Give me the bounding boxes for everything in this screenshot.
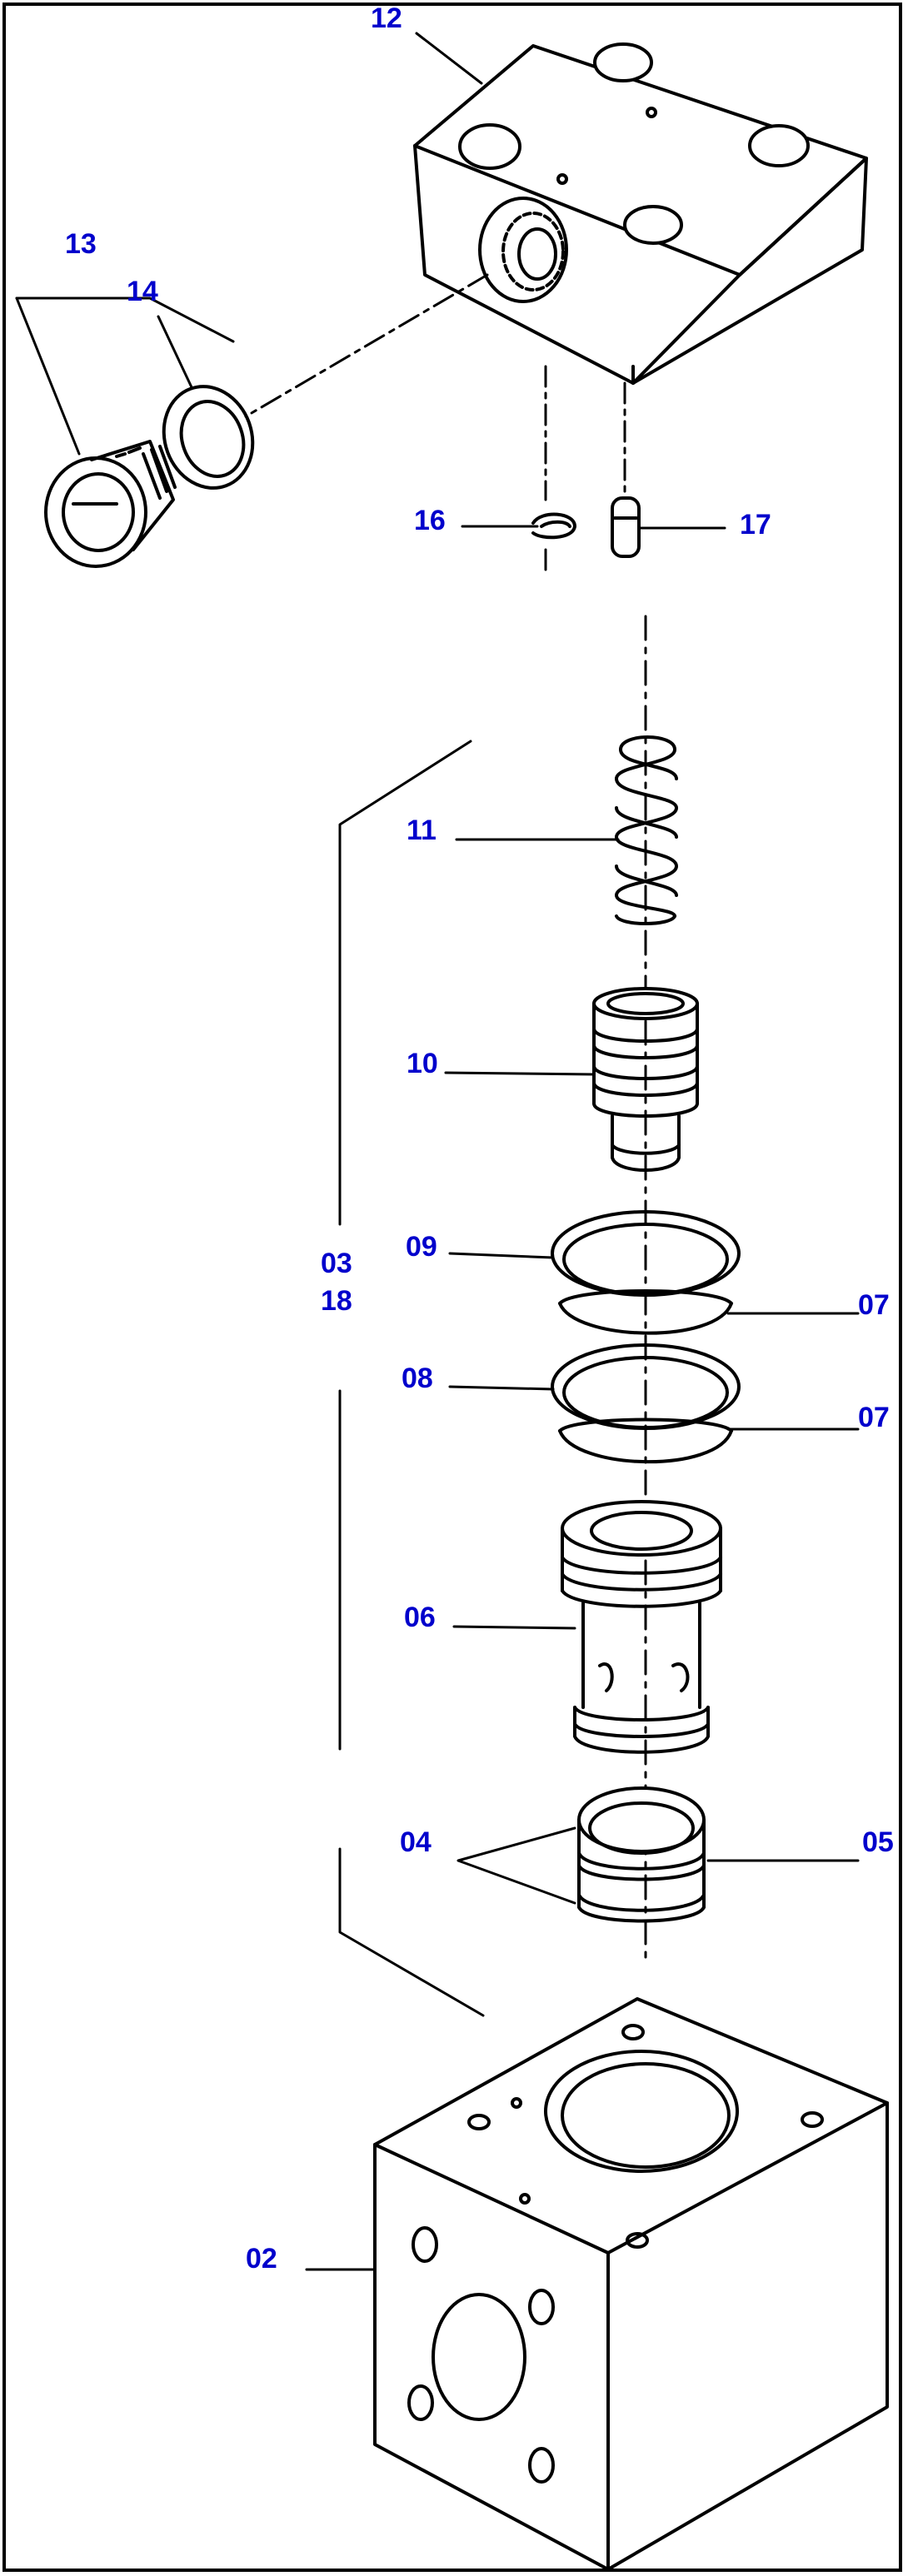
callout-13: 13 — [65, 228, 97, 260]
valve-cover — [413, 42, 868, 385]
sleeve — [561, 1500, 722, 1754]
callout-16: 16 — [414, 505, 446, 536]
callout-11: 11 — [407, 815, 437, 846]
o-ring — [162, 385, 255, 490]
seal-ring-upper — [551, 1210, 741, 1297]
callout-14: 14 — [127, 276, 158, 307]
callout-18: 18 — [321, 1285, 352, 1317]
plug-axis-line — [244, 273, 489, 418]
poppet — [592, 987, 699, 1172]
small-o-ring — [531, 512, 576, 540]
sleeve-rings — [577, 1786, 706, 1923]
callout-10: 10 — [407, 1048, 438, 1079]
callout-12: 12 — [371, 2, 402, 34]
callout-04: 04 — [400, 1826, 432, 1858]
callout-03: 03 — [321, 1248, 352, 1279]
pin — [611, 496, 641, 558]
callout-08: 08 — [402, 1363, 433, 1394]
callout-07-upper: 07 — [858, 1289, 890, 1321]
callout-05: 05 — [862, 1826, 894, 1858]
callout-17: 17 — [740, 509, 771, 541]
backup-ring-lower — [558, 1418, 733, 1464]
leader-lines — [15, 32, 860, 2271]
spring — [615, 735, 678, 925]
plug — [44, 440, 177, 568]
callout-02: 02 — [246, 2243, 277, 2275]
backup-ring-upper — [558, 1289, 733, 1335]
seal-ring-lower — [551, 1343, 741, 1430]
valve-body — [373, 1997, 889, 2571]
callout-09: 09 — [406, 1231, 437, 1263]
callout-07-lower: 07 — [858, 1402, 890, 1433]
callout-06: 06 — [404, 1602, 436, 1633]
